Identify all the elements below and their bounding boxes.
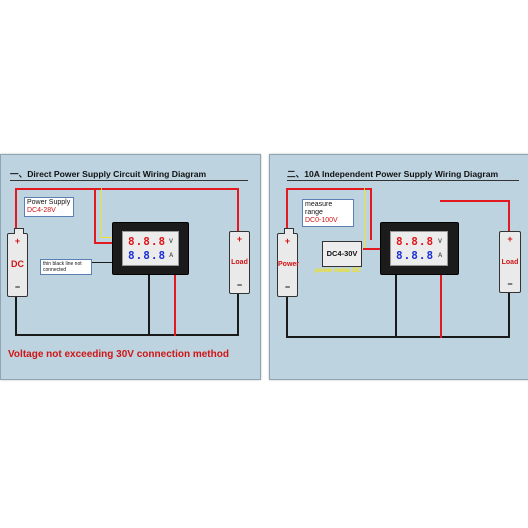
right-power-source: + Power −	[277, 228, 300, 297]
right-load: + Load −	[499, 231, 521, 293]
right-panel-title: 二、10A Independent Power Supply Wiring Di…	[287, 169, 499, 179]
left-load-plus: +	[236, 234, 243, 244]
left-callout-line1: Power Supply	[27, 199, 71, 206]
right-power-meter-label: power meter DC	[315, 268, 362, 274]
right-red-top-wire	[286, 188, 372, 190]
left-red-source-drop	[15, 188, 17, 230]
right-red-junction	[440, 336, 442, 338]
left-black-source-rise	[15, 296, 17, 336]
left-yellow-wire-feed	[101, 237, 118, 238]
left-panel-title: 一、Direct Power Supply Circuit Wiring Dia…	[10, 169, 207, 179]
right-black-meter-wire	[395, 272, 397, 338]
left-black-bottom-wire	[15, 334, 239, 336]
right-load-plus: +	[507, 234, 513, 244]
left-title-underline	[10, 180, 248, 181]
right-meter-voltage-unit: V	[438, 239, 443, 245]
left-volt-amp-meter: 8.8.8 V 8.8.8 A	[112, 222, 189, 275]
left-meter-voltage-unit: V	[169, 239, 174, 245]
right-red-load-drop	[508, 200, 510, 232]
right-meter-current-digits: 8.8.8	[396, 249, 435, 262]
left-dc-source: + DC −	[7, 228, 28, 297]
left-meter-current-digits: 8.8.8	[128, 249, 167, 262]
left-meter-current-unit: A	[169, 253, 174, 259]
left-footer-caption: Voltage not exceeding 30V connection met…	[8, 349, 229, 360]
right-red-dc-feed	[363, 248, 381, 250]
right-source-minus: −	[284, 282, 291, 292]
left-meter-screen: 8.8.8 V 8.8.8 A	[122, 231, 179, 266]
left-source-label: DC	[11, 259, 24, 269]
left-source-cap	[13, 228, 24, 234]
left-source-minus: −	[14, 282, 21, 292]
right-red-load-top	[440, 200, 510, 202]
right-source-label: Power	[278, 261, 300, 268]
right-red-meter-drop	[370, 188, 372, 240]
left-meter-voltage-digits: 8.8.8	[128, 235, 167, 248]
left-red-meter-return	[174, 272, 176, 336]
right-source-cap	[283, 228, 294, 234]
right-volt-amp-meter: 8.8.8 V 8.8.8 A	[380, 222, 459, 275]
left-source-plus: +	[14, 236, 21, 246]
left-load-minus: −	[236, 280, 243, 290]
right-black-load-rise	[508, 291, 510, 338]
left-black-load-rise	[237, 292, 239, 336]
right-measure-range-callout: measure range DC0-100V	[302, 199, 354, 227]
right-source-plus: +	[284, 236, 291, 246]
right-meter-screen: 8.8.8 V 8.8.8 A	[390, 231, 448, 266]
left-callout-line2: DC4-28V	[27, 207, 56, 214]
right-load-label: Load	[501, 259, 519, 266]
left-thin-black-line	[88, 262, 118, 263]
left-load: + Load −	[229, 231, 250, 294]
left-power-supply-callout: Power Supply DC4-28V	[24, 197, 74, 217]
left-red-meter-drop	[94, 188, 96, 244]
left-load-label: Load	[231, 259, 248, 266]
right-meter-voltage-digits: 8.8.8	[396, 235, 435, 248]
left-yellow-wire	[101, 188, 102, 238]
right-dc-supply-box: DC4-30V	[322, 241, 362, 267]
right-load-minus: −	[507, 279, 513, 289]
right-yellow-wire	[364, 188, 365, 250]
right-callout-line1: measure range	[305, 201, 333, 216]
right-black-source-rise	[286, 296, 288, 338]
right-meter-current-unit: A	[438, 253, 443, 259]
left-red-meter-feed	[94, 242, 118, 244]
right-red-meter-wire	[440, 272, 442, 338]
left-thin-line-note: thin black line not connected	[40, 259, 92, 275]
left-red-load-drop	[237, 188, 239, 232]
right-callout-line2: DC0-100V	[305, 217, 338, 224]
left-black-meter-wire	[148, 272, 150, 336]
right-title-underline	[287, 180, 519, 181]
left-red-top-wire	[15, 188, 239, 190]
right-red-source-rise	[286, 188, 288, 233]
right-black-bottom-wire	[286, 336, 510, 338]
